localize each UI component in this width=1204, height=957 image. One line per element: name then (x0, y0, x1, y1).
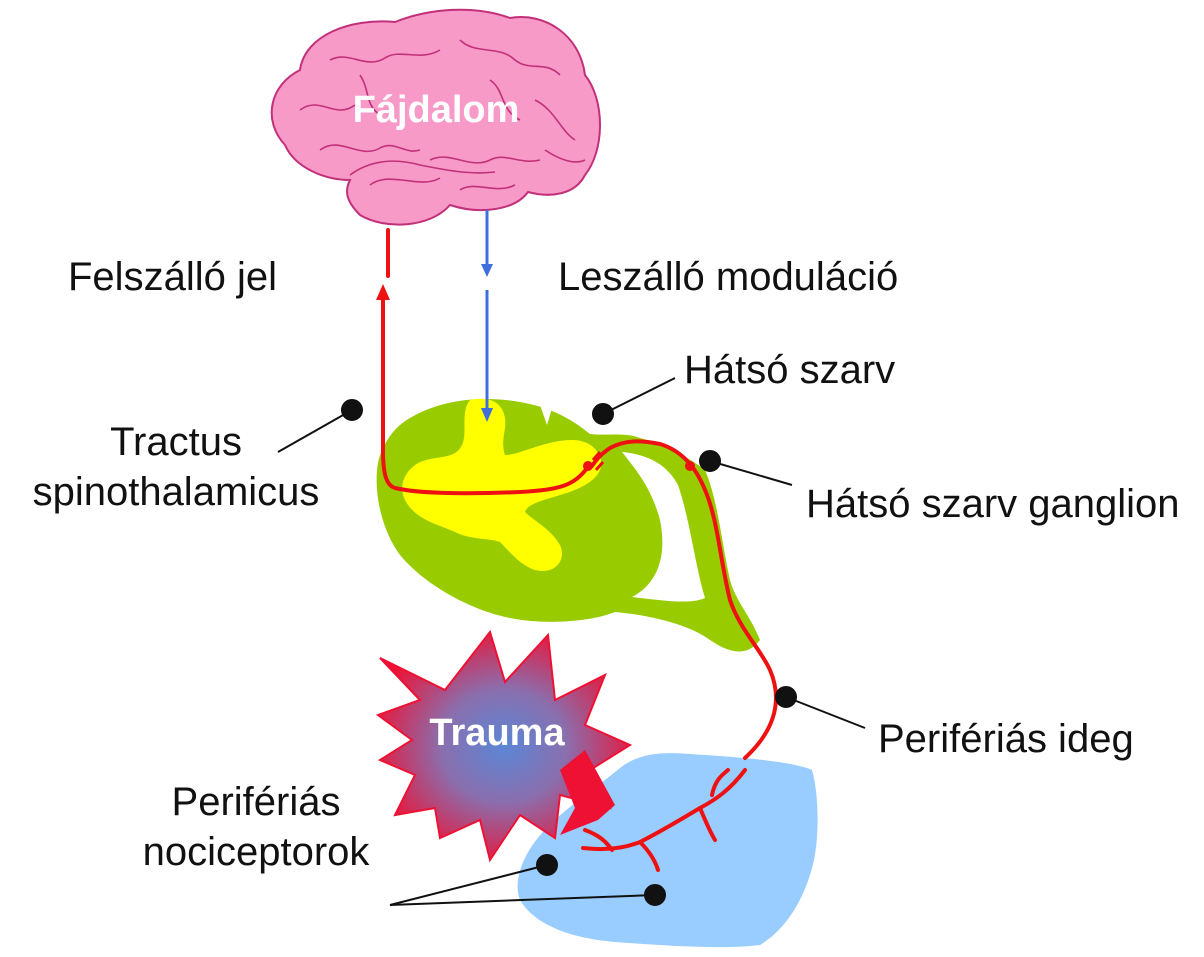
spinal-cord-white-matter (377, 399, 760, 652)
leader-dorsal-horn (603, 378, 675, 414)
spinal-cord (377, 399, 760, 652)
dot-ganglion (700, 451, 720, 471)
brain: Fájdalom (272, 10, 600, 225)
label-peripheral-nerve: Perifériás ideg (878, 717, 1134, 761)
dot-tract (342, 400, 362, 420)
synapse-dorsal-horn (583, 461, 593, 471)
label-tract-line1: Tractus (110, 420, 242, 464)
trauma-label: Trauma (429, 712, 565, 754)
label-dorsal-ganglion: Hátsó szarv ganglion (806, 482, 1180, 526)
leader-ganglion (710, 461, 792, 485)
leader-tract (278, 410, 352, 452)
ascending-arrowhead-icon (376, 284, 390, 300)
dot-nociceptor-2 (645, 885, 665, 905)
label-tract-line2: spinothalamicus (33, 470, 320, 514)
ganglion-cell-body (685, 461, 695, 471)
descending-arrowhead-upper-icon (481, 264, 493, 277)
brain-label: Fájdalom (353, 89, 520, 131)
leader-peripheral-nerve (786, 697, 865, 728)
label-descending-modulation: Leszálló moduláció (558, 255, 898, 299)
label-nociceptors-line1: Perifériás (172, 780, 341, 824)
label-ascending-signal: Felszálló jel (68, 255, 277, 299)
dot-nociceptor-1 (537, 855, 557, 875)
label-dorsal-horn: Hátsó szarv (684, 348, 895, 392)
dot-dorsal-horn (593, 404, 613, 424)
dot-peripheral-nerve (776, 687, 796, 707)
label-nociceptors-line2: nociceptorok (143, 830, 371, 874)
